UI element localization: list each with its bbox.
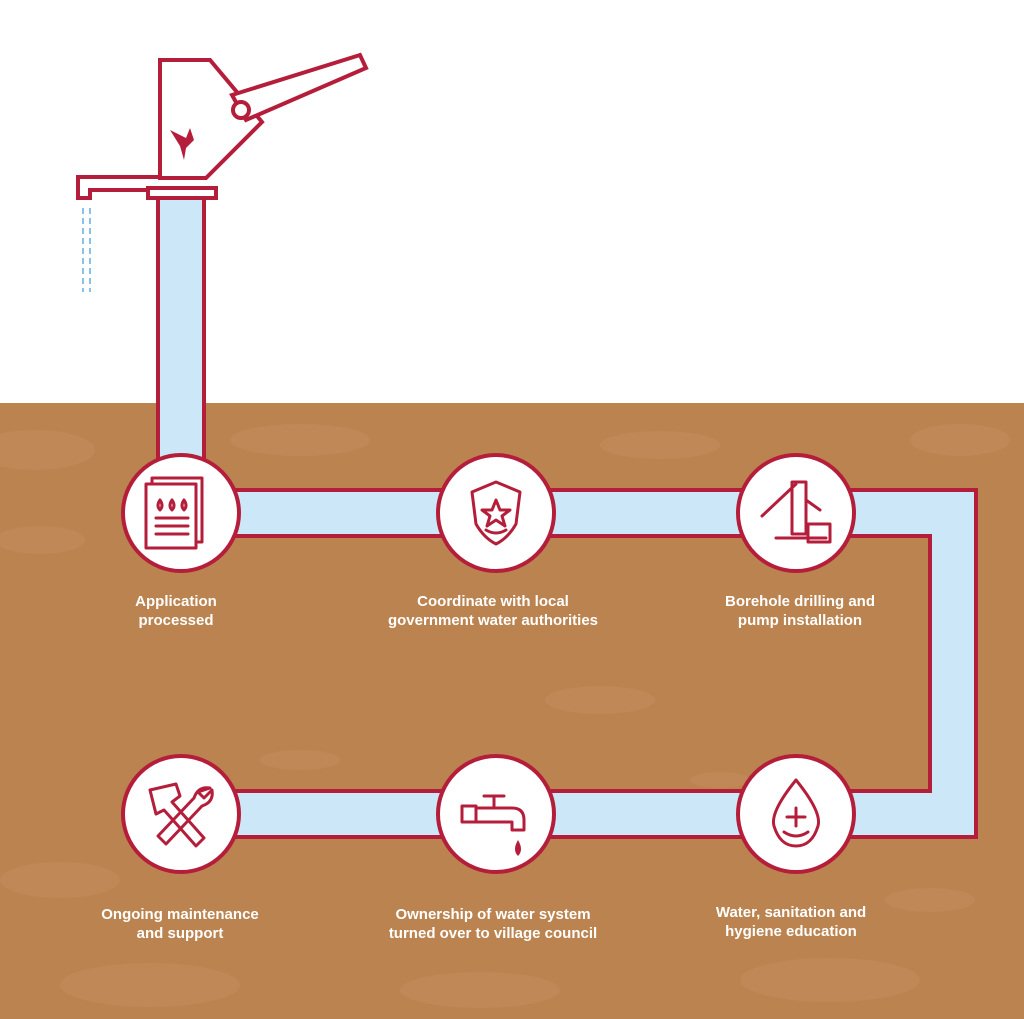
step-3-label: Borehole drilling and pump installation [724, 593, 875, 629]
hand-pump-bucket-icon [760, 480, 832, 544]
badge-star-icon [470, 480, 522, 546]
step-6-label: Ongoing maintenance and support [101, 906, 259, 942]
step-5-node [436, 754, 556, 874]
document-water-drops-icon [144, 476, 204, 550]
step-3-node [736, 453, 856, 573]
hammer-wrench-icon [148, 782, 214, 848]
step-1-node [121, 453, 241, 573]
step-5-label: Ownership of water system turned over to… [388, 906, 598, 942]
soil-texture [0, 424, 1010, 1008]
faucet-drip-icon [460, 794, 526, 856]
step-1-label: Application processed [135, 593, 217, 629]
step-4-node [736, 754, 856, 874]
water-drop-plus-smile-icon [771, 778, 821, 848]
step-2-label: Coordinate with local government water a… [387, 593, 599, 629]
hand-pump-icon [76, 52, 369, 200]
step-6-node [121, 754, 241, 874]
hummingbird-logo-icon [170, 128, 194, 160]
water-drip [82, 208, 91, 292]
step-2-node [436, 453, 556, 573]
step-4-label: Water, sanitation and hygiene education [715, 904, 867, 940]
